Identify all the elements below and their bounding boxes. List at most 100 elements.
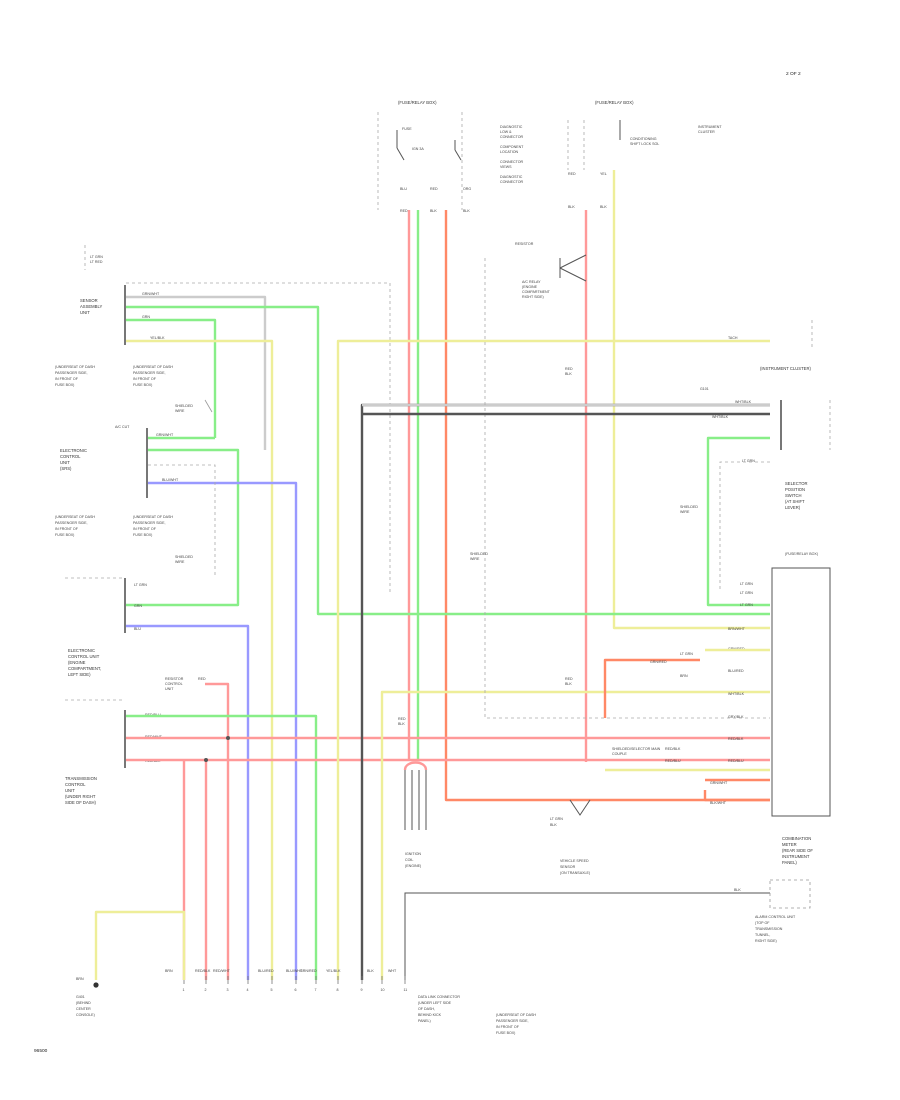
ground-label-0: G401 xyxy=(76,995,85,999)
svg-text:FUSE: FUSE xyxy=(402,127,412,131)
svg-text:BLK: BLK xyxy=(734,888,741,892)
wire-yellow-mid-2 xyxy=(380,690,770,980)
wire-green-sensor-2 xyxy=(126,318,217,438)
svg-text:CONNECTOR: CONNECTOR xyxy=(500,160,523,164)
bottom-conn-label-3: BEHIND KICK xyxy=(418,1013,442,1017)
svg-text:SHIELDED/SELECTOR MAIN: SHIELDED/SELECTOR MAIN xyxy=(612,747,661,751)
ground-bottom: BRN G401 (BEHIND CENTER CONSOLE) xyxy=(76,910,186,1017)
svg-text:BLK: BLK xyxy=(600,205,607,209)
wire-salmon-meter-1 xyxy=(603,658,700,718)
svg-text:WHT/BLK: WHT/BLK xyxy=(728,692,745,696)
bottom-connector: DATA LINK CONNECTOR (UNDER LEFT SIDE OF … xyxy=(418,995,536,1035)
svg-text:GRY/BLK: GRY/BLK xyxy=(728,715,744,719)
selector-label-1: POSITION xyxy=(785,487,805,492)
svg-text:LT GRN: LT GRN xyxy=(740,582,753,586)
svg-text:WHT/BLK: WHT/BLK xyxy=(712,415,729,419)
meter-label-4: PANEL) xyxy=(782,860,797,865)
svg-text:YEL/BLK: YEL/BLK xyxy=(326,969,341,973)
svg-text:BRN: BRN xyxy=(680,674,688,678)
selector-switch: LT GRN SELECTOR POSITION SWITCH (AT SHIF… xyxy=(680,459,808,514)
svg-text:BLU/WHT: BLU/WHT xyxy=(162,478,179,482)
svg-text:CONNECTOR: CONNECTOR xyxy=(500,180,523,184)
ecu-note-left-1: PASSENGER SIDE, xyxy=(55,521,88,525)
wire-green-trans xyxy=(126,714,318,980)
electronic-control-unit: ELECTRONIC CONTROL UNIT (SRS) A/C CUT xyxy=(60,425,148,498)
pin-label: 3 xyxy=(227,988,229,992)
ignition-coil: IGNITION COIL (ENGINE) xyxy=(403,761,428,868)
left-control-unit: LT GRN GRN BLU ELECTRONIC CONTROL UNIT (… xyxy=(65,577,147,677)
fuse-box-left: (FUSE/RELAY BOX) FUSE IGN 3A xyxy=(377,100,463,210)
svg-text:LT GRN: LT GRN xyxy=(550,817,563,821)
sensor-unit-label-0: SENSOR xyxy=(80,298,98,303)
wire-yellow-mid xyxy=(336,339,770,980)
svg-text:VIEWS: VIEWS xyxy=(500,165,512,169)
bottom-conn-right-0: (UNDERSEAT OF DASH xyxy=(496,1013,536,1017)
pin-label: 11 xyxy=(404,988,408,992)
svg-text:A/C RELAY: A/C RELAY xyxy=(522,280,541,284)
svg-text:LT GRN: LT GRN xyxy=(90,255,103,259)
svg-text:LT RED: LT RED xyxy=(90,260,103,264)
svg-text:RED/BLU: RED/BLU xyxy=(665,759,681,763)
svg-text:GRN/WHT: GRN/WHT xyxy=(156,433,174,437)
meter-label-2: (REAR SIDE OF xyxy=(782,848,813,853)
figure-code: 96500 xyxy=(34,1048,48,1054)
trans-label-0: TRANSMISSION xyxy=(65,776,97,781)
svg-text:RED: RED xyxy=(400,209,408,213)
svg-text:WHT: WHT xyxy=(388,969,397,973)
svg-text:COMPONENT: COMPONENT xyxy=(500,145,524,149)
pin-label: 4 xyxy=(247,988,249,992)
svg-text:YEL: YEL xyxy=(600,172,607,176)
svg-text:BLK: BLK xyxy=(565,682,572,686)
sensor-note-right-2: IN FRONT OF xyxy=(133,377,157,381)
svg-text:SHIELDED: SHIELDED xyxy=(175,555,193,559)
sensor-unit-label-1: ASSEMBLY xyxy=(80,304,102,309)
svg-text:BLU: BLU xyxy=(400,187,407,191)
sensor-note-left-2: IN FRONT OF xyxy=(55,377,79,381)
svg-text:TACH: TACH xyxy=(728,336,738,340)
svg-text:RED/BLK: RED/BLK xyxy=(728,737,744,741)
svg-text:RED/BLU: RED/BLU xyxy=(728,759,744,763)
pin-label: 1 xyxy=(183,988,185,992)
svg-text:WHT/BLK: WHT/BLK xyxy=(735,400,752,404)
svg-text:RED: RED xyxy=(198,677,206,681)
selector-label-2: SWITCH xyxy=(785,493,802,498)
selector-label-4: LEVER) xyxy=(785,505,801,510)
svg-text:INSTRUMENT: INSTRUMENT xyxy=(698,125,722,129)
svg-text:BRN/WHT: BRN/WHT xyxy=(728,627,746,631)
bottom-conn-right-1: PASSENGER SIDE, xyxy=(496,1019,529,1023)
svg-text:GRN/RED: GRN/RED xyxy=(650,660,667,664)
meter-label-3: INSTRUMENT xyxy=(782,854,810,859)
fuse-box-left-label: (FUSE/RELAY BOX) xyxy=(398,100,437,105)
svg-text:(ENGINE: (ENGINE xyxy=(522,285,538,289)
svg-text:BLK: BLK xyxy=(430,209,437,213)
ignition-coil-label-2: (ENGINE) xyxy=(405,864,421,868)
speed-sensor-label-1: SENSOR xyxy=(560,865,576,869)
svg-text:RIGHT SIDE): RIGHT SIDE) xyxy=(522,295,544,299)
sensor-note-right-0: (UNDERSEAT OF DASH xyxy=(133,365,173,369)
svg-text:CONNECTOR: CONNECTOR xyxy=(500,135,523,139)
svg-text:ORG: ORG xyxy=(463,187,471,191)
alarm-label: ALARM CONTROL UNIT xyxy=(755,915,796,919)
bottom-conn-label-0: DATA LINK CONNECTOR xyxy=(418,995,460,999)
bottom-conn-right-2: IN FRONT OF xyxy=(496,1025,520,1029)
ground-label-2: CENTER xyxy=(76,1007,91,1011)
svg-text:TUNNEL,: TUNNEL, xyxy=(755,933,770,937)
svg-text:SHIFT LOCK SOL: SHIFT LOCK SOL xyxy=(630,142,659,146)
sensor-note-right-3: FUSE BOX) xyxy=(133,383,152,387)
svg-text:RED: RED xyxy=(568,172,576,176)
svg-text:UNIT: UNIT xyxy=(165,687,174,691)
wire-gray-sensor xyxy=(126,295,267,450)
ecu-note-left-3: FUSE BOX) xyxy=(55,533,74,537)
pin-label: 10 xyxy=(381,988,385,992)
ground-label-1: (BEHIND xyxy=(76,1001,91,1005)
fuse-box-right: (FUSE/RELAY BOX) CONDITIONING SHIFT LOCK… xyxy=(500,100,722,184)
ground-label-3: CONSOLE) xyxy=(76,1013,95,1017)
wire-green-sensor xyxy=(126,305,770,616)
right-cu-label: (INSTRUMENT CLUSTER) xyxy=(760,366,811,371)
svg-text:BLU/RED: BLU/RED xyxy=(258,969,274,973)
sensor-note-right-1: PASSENGER SIDE, xyxy=(133,371,166,375)
wire-blue-ecu xyxy=(148,481,298,980)
svg-text:RED/WHT: RED/WHT xyxy=(213,969,231,973)
sensor-notes: (UNDERSEAT OF DASH PASSENGER SIDE, IN FR… xyxy=(55,365,173,387)
